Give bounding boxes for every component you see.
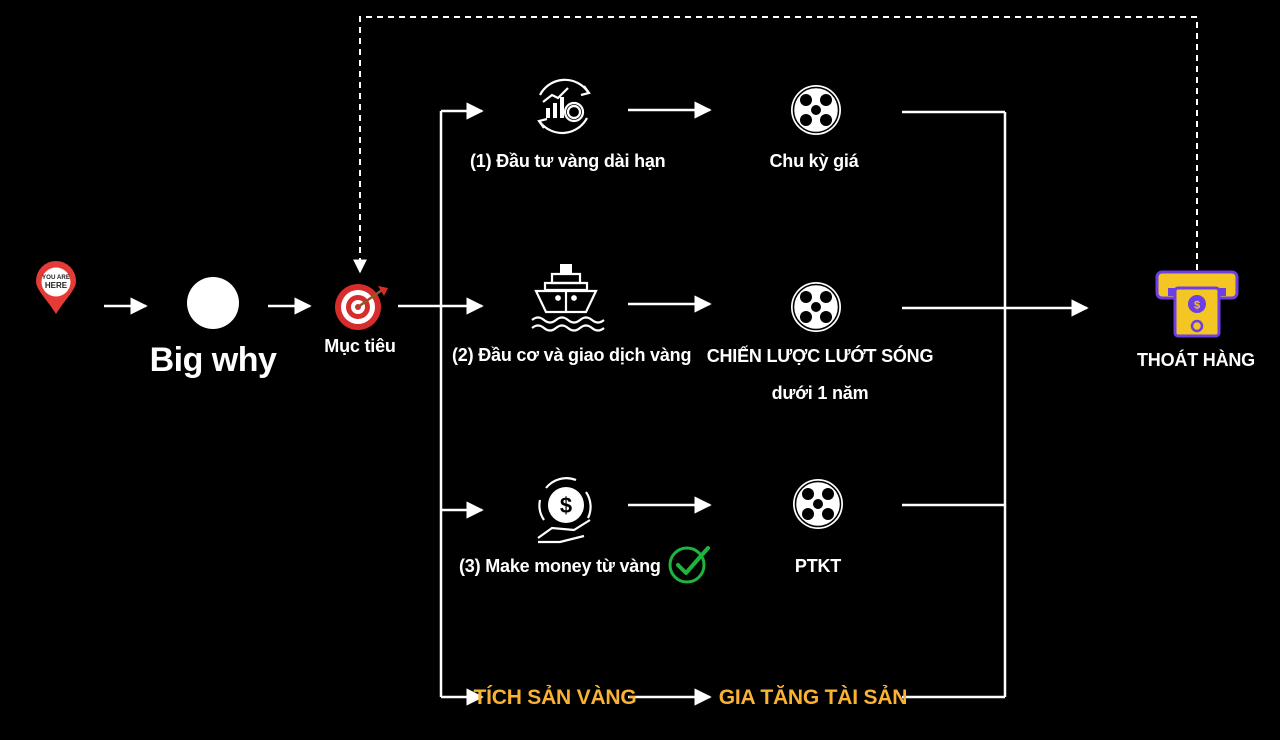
- goal-label: Mục tiêu: [324, 336, 396, 356]
- branch1-label: (1) Đầu tư vàng dài hạn: [470, 151, 666, 172]
- strategy-network-icon-3: [793, 479, 843, 529]
- bottom-right-label: GIA TĂNG TÀI SẢN: [718, 686, 908, 709]
- pin-text-line2: HERE: [45, 281, 68, 290]
- strategy2-label-line1: CHIẾN LƯỢC LƯỚT SÓNG: [706, 346, 934, 366]
- strategy3-label: PTKT: [794, 556, 842, 576]
- atm-coin-symbol: $: [1194, 300, 1200, 312]
- branch3-title: Make money từ vàng: [485, 556, 661, 576]
- big-why-label: Big why: [149, 341, 277, 379]
- investment-growth-icon: [537, 78, 591, 135]
- branch2-label: (2) Đầu cơ và giao dịch vàng: [452, 345, 691, 366]
- exit-label: THOÁT HÀNG: [1137, 350, 1255, 370]
- branch1-number: (1): [470, 151, 492, 171]
- strategy2-label-line2: dưới 1 năm: [771, 383, 869, 403]
- atm-withdraw-icon: $: [1155, 270, 1239, 338]
- strategy-network-icon-1: [791, 85, 841, 135]
- strategy-network-icon-2: [791, 282, 841, 332]
- target-icon: [335, 284, 388, 330]
- strategy1-label: Chu kỳ giá: [769, 151, 859, 171]
- location-pin-icon: YOU ARE HERE: [35, 260, 76, 314]
- feedback-loop-dashed: [353, 16, 1198, 274]
- big-why-circle: [187, 277, 239, 329]
- branch3-label: (3) Make money từ vàng: [459, 556, 661, 577]
- branch2-number: (2): [452, 345, 474, 365]
- branch2-title: Đầu cơ và giao dịch vàng: [478, 345, 692, 365]
- branch1-title: Đầu tư vàng dài hạn: [496, 151, 666, 171]
- pin-text-line1: YOU ARE: [42, 274, 70, 281]
- ship-icon: [531, 264, 605, 332]
- money-hand-icon: $: [537, 477, 592, 544]
- bottom-left-label: TÍCH SẢN VÀNG: [473, 686, 637, 709]
- check-circle-icon: [668, 546, 710, 584]
- coin-symbol: $: [560, 493, 572, 518]
- branch3-number: (3): [459, 556, 481, 576]
